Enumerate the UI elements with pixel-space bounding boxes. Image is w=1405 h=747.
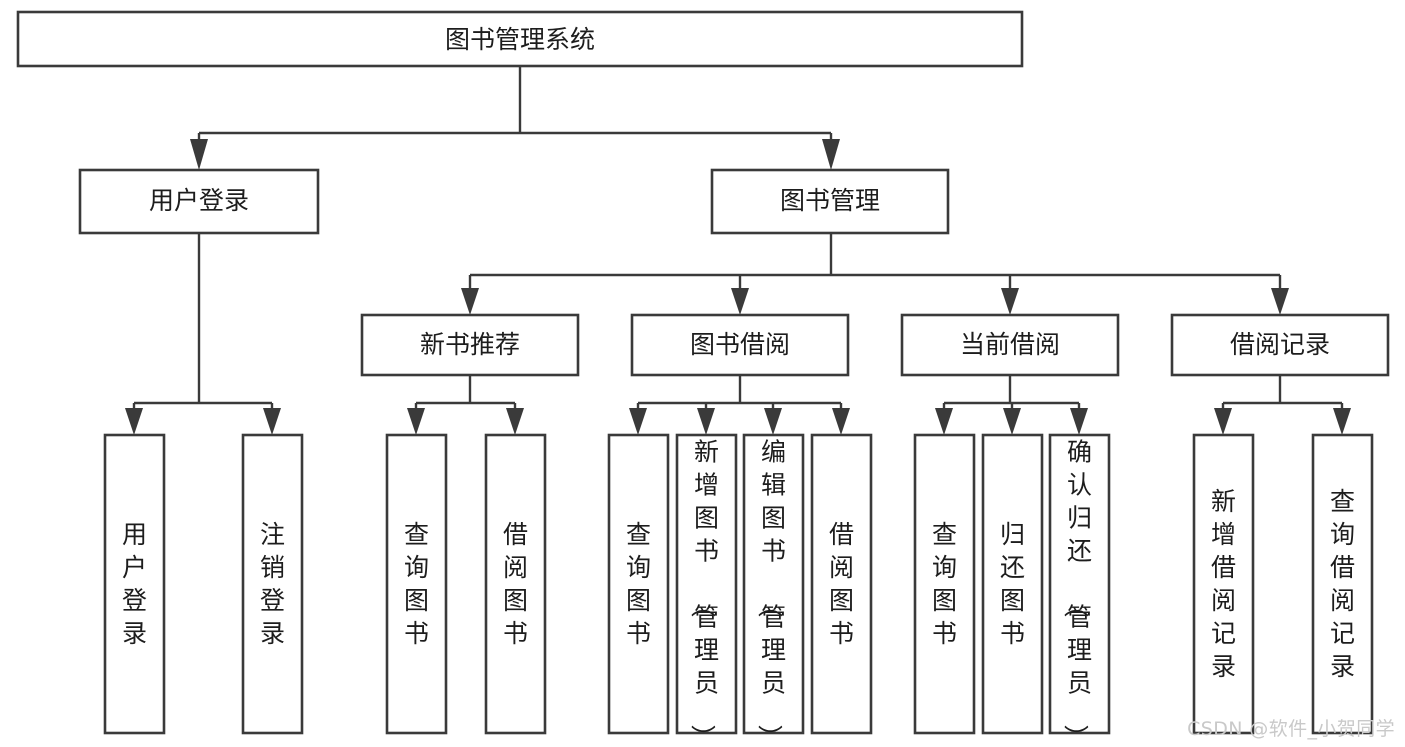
arrow-head-cb-leaf-1 [935,408,953,435]
leaf-box [981,433,1044,735]
connectors-book-mgmt-to-level3 [461,233,1289,315]
leaf-label: 用户登录 [122,520,147,648]
node-root-system[interactable]: 图书管理系统 [16,10,1024,68]
arrow-head-user-login [190,139,208,170]
new-book-recommendation-box [360,313,580,377]
arrow-head-br-leaf-2 [1333,408,1351,435]
arrow-head-borrow-record [1271,288,1289,315]
node-new-book-recommendation[interactable]: 新书推荐 [360,313,580,377]
leaf-label: 查询图书 [404,520,429,648]
arrow-head-bb-leaf-4 [832,408,850,435]
leaf-node[interactable]: 编辑图书（管理员） [742,433,805,747]
leaf-label: 查询图书 [932,520,957,648]
arrow-head-br-leaf-1 [1214,408,1232,435]
node-book-management[interactable]: 图书管理 [710,168,950,235]
leaf-node[interactable]: 注销登录 [241,433,304,735]
leaf-label: 查询图书 [626,520,651,648]
leaf-box [484,433,547,735]
leaf-box [103,433,166,735]
arrow-head-leaf-user-login [125,408,143,435]
leaf-label: 借阅图书 [503,520,528,648]
leaf-node[interactable]: 借阅图书 [484,433,547,735]
leaf-label: 注销登录 [260,520,285,648]
leaf-box [607,433,670,735]
leaf-node[interactable]: 归还图书 [981,433,1044,735]
arrow-head-nbr-leaf-1 [407,408,425,435]
node-current-borrowing[interactable]: 当前借阅 [900,313,1120,377]
leaf-label: 借阅图书 [829,520,854,648]
arrow-head-bb-leaf-2 [697,408,715,435]
arrow-head-book-borrow [731,288,749,315]
node-borrowing-record[interactable]: 借阅记录 [1170,313,1390,377]
leaf-node[interactable]: 查询图书 [607,433,670,735]
connectors-user-login-to-leaves [125,233,281,435]
leaf-node[interactable]: 确认归还（管理员） [1048,433,1111,747]
arrow-head-bb-leaf-3 [764,408,782,435]
leaf-node[interactable]: 新增借阅记录 [1192,433,1255,735]
leaf-box [742,433,805,735]
leaf-box [1311,433,1374,735]
book-management-box [710,168,950,235]
leaf-node[interactable]: 新增图书（管理员） [675,433,738,747]
node-user-login[interactable]: 用户登录 [78,168,320,235]
arrow-head-new-book-rec [461,288,479,315]
node-book-borrowing[interactable]: 图书借阅 [630,313,850,377]
leaf-label: 新增借阅记录 [1211,487,1236,681]
book-borrowing-box [630,313,850,377]
new-book-recommendation-label: 新书推荐 [420,330,520,359]
arrow-head-book-mgmt [822,139,840,170]
book-borrowing-label: 图书借阅 [690,330,790,359]
root-label: 图书管理系统 [445,25,595,54]
leaf-label: 查询借阅记录 [1330,487,1355,681]
user-login-box [78,168,320,235]
leaf-box [810,433,873,735]
user-login-label: 用户登录 [149,186,249,215]
leaf-box [913,433,976,735]
leaf-label: 编辑图书（管理员） [755,438,786,747]
current-borrowing-box [900,313,1120,377]
arrow-head-nbr-leaf-2 [506,408,524,435]
arrow-head-cb-leaf-2 [1003,408,1021,435]
connectors-borrow-record-to-leaves [1214,375,1351,435]
leaf-box [1192,433,1255,735]
current-borrowing-label: 当前借阅 [960,330,1060,359]
leaf-box [241,433,304,735]
arrow-head-current-borrow [1001,288,1019,315]
leaf-box [385,433,448,735]
leaf-node-layer: 用户登录 注销登录 查询图书 借阅图书 查询图书 新增图书（管理员） 编辑图书（管理员） 借阅… [103,433,1374,747]
root-box [16,10,1024,68]
book-management-label: 图书管理 [780,186,880,215]
leaf-label: 新增图书（管理员） [688,438,719,747]
leaf-label: 确认归还（管理员） [1061,438,1092,747]
arrow-head-bb-leaf-1 [629,408,647,435]
connectors-root-to-level2 [190,66,840,170]
arrow-head-leaf-logout [263,408,281,435]
arrow-head-cb-leaf-3 [1070,408,1088,435]
leaf-node[interactable]: 用户登录 [103,433,166,735]
leaf-node[interactable]: 借阅图书 [810,433,873,735]
leaf-box [675,433,738,735]
leaf-label: 归还图书 [1000,520,1025,648]
connectors-current-borrow-to-leaves [935,375,1088,435]
connectors-new-book-rec-to-leaves [407,375,524,435]
leaf-node[interactable]: 查询图书 [385,433,448,735]
connectors-book-borrow-to-leaves [629,375,850,435]
borrowing-record-label: 借阅记录 [1230,330,1330,359]
leaf-node[interactable]: 查询借阅记录 [1311,433,1374,735]
borrowing-record-box [1170,313,1390,377]
leaf-node[interactable]: 查询图书 [913,433,976,735]
leaf-box [1048,433,1111,735]
